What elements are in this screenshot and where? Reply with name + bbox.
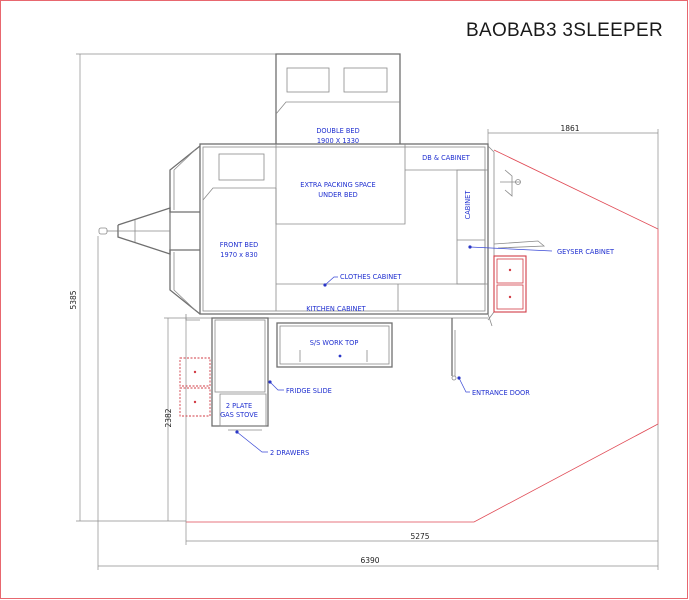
label-stove-2: GAS STOVE bbox=[220, 411, 258, 419]
window-left bbox=[286, 67, 330, 93]
label-front-bed-size: 1970 x 830 bbox=[220, 251, 257, 259]
label-entrance-door: ENTRANCE DOOR bbox=[472, 389, 530, 397]
front-bed-pillow bbox=[218, 153, 265, 181]
label-geyser-cabinet: GEYSER CABINET bbox=[557, 248, 615, 256]
label-clothes-cabinet: CLOTHES CABINET bbox=[340, 273, 402, 281]
label-cabinet: CABINET bbox=[464, 190, 472, 220]
dim-overall-height: 5385 bbox=[69, 290, 78, 309]
front-shell-bottom bbox=[169, 249, 201, 315]
label-double-bed: DOUBLE BED bbox=[316, 127, 359, 135]
geyser-cabinet-box bbox=[493, 255, 527, 313]
label-fridge-slide: FRIDGE SLIDE bbox=[286, 387, 332, 395]
awning-outline bbox=[186, 149, 659, 523]
bed-popout bbox=[275, 53, 401, 144]
trailer-body bbox=[199, 143, 489, 315]
label-front-bed: FRONT BED bbox=[220, 241, 258, 249]
front-shell-top bbox=[169, 145, 201, 213]
label-kitchen-cabinet: KITCHEN CABINET bbox=[306, 305, 366, 313]
label-extra-packing-2: UNDER BED bbox=[318, 191, 357, 199]
dim-overall-length: 6390 bbox=[360, 556, 379, 565]
label-drawers: 2 DRAWERS bbox=[270, 449, 309, 457]
double-bed-outline bbox=[275, 144, 406, 225]
drawing-title: BAOBAB3 3SLEEPER bbox=[466, 20, 663, 41]
ss-work-top bbox=[276, 322, 393, 368]
label-db-cabinet: DB & CABINET bbox=[422, 154, 471, 162]
label-stove-1: 2 PLATE bbox=[226, 402, 252, 410]
dim-body-length: 5275 bbox=[410, 532, 429, 541]
gas-stove bbox=[219, 393, 267, 427]
drawers-unit bbox=[179, 357, 211, 417]
entrance-door bbox=[451, 318, 457, 381]
label-extra-packing-1: EXTRA PACKING SPACE bbox=[300, 181, 375, 189]
cabinet-outline bbox=[456, 169, 486, 285]
label-ss-work-top: S/S WORK TOP bbox=[310, 339, 359, 347]
drawbar bbox=[98, 207, 201, 255]
label-double-bed-size: 1900 X 1330 bbox=[317, 137, 359, 145]
window-right bbox=[343, 67, 388, 93]
dim-side-height: 2382 bbox=[164, 408, 173, 427]
dim-top-right: 1861 bbox=[560, 124, 579, 133]
